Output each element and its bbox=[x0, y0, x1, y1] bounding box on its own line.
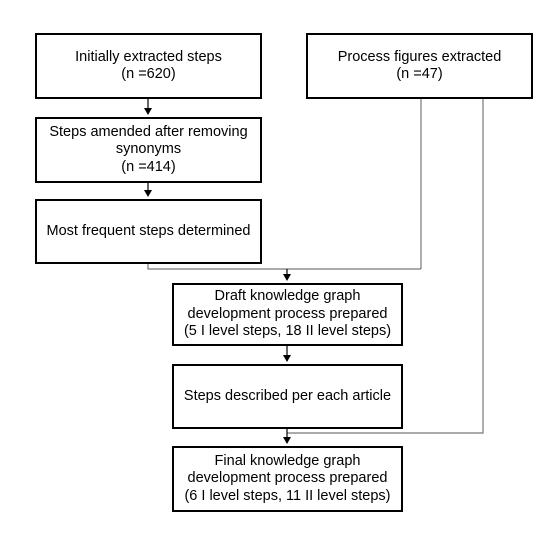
connector-frequent-merge bbox=[147, 264, 421, 270]
process-figures-box: Process figures extracted (n =47) bbox=[306, 33, 533, 99]
draft-graph-box: Draft knowledge graph development proces… bbox=[172, 283, 403, 346]
frequent-steps-box: Most frequent steps determined bbox=[35, 199, 262, 264]
final-graph-title: Final knowledge graph bbox=[214, 452, 361, 469]
per-article-box: Steps described per each article bbox=[172, 364, 403, 429]
initial-steps-box: Initially extracted steps (n =620) bbox=[35, 33, 262, 99]
connector-figures-to-final bbox=[287, 99, 484, 434]
process-figures-title: Process figures extracted bbox=[337, 48, 502, 65]
process-figures-count: (n =47) bbox=[396, 66, 443, 82]
amended-steps-title-cont: synonyms bbox=[115, 141, 182, 158]
draft-graph-title: Draft knowledge graph bbox=[214, 288, 361, 305]
per-article-title: Steps described per each article bbox=[183, 387, 392, 404]
amended-steps-box: Steps amended after removing synonyms (n… bbox=[35, 117, 262, 183]
draft-graph-levels: (5 I level steps, 18 II level steps) bbox=[183, 323, 392, 340]
draft-graph-title-cont: development process prepared bbox=[187, 305, 388, 322]
final-graph-title-cont: development process prepared bbox=[187, 470, 388, 487]
initial-steps-count: (n =620) bbox=[121, 66, 176, 82]
final-graph-box: Final knowledge graph development proces… bbox=[172, 446, 403, 512]
amended-steps-count: (n =414) bbox=[121, 158, 176, 175]
frequent-steps-title: Most frequent steps determined bbox=[46, 222, 251, 239]
final-graph-levels: (6 I level steps, 11 II level steps) bbox=[184, 487, 391, 504]
initial-steps-title: Initially extracted steps bbox=[75, 48, 222, 65]
amended-steps-title: Steps amended after removing bbox=[49, 123, 248, 140]
